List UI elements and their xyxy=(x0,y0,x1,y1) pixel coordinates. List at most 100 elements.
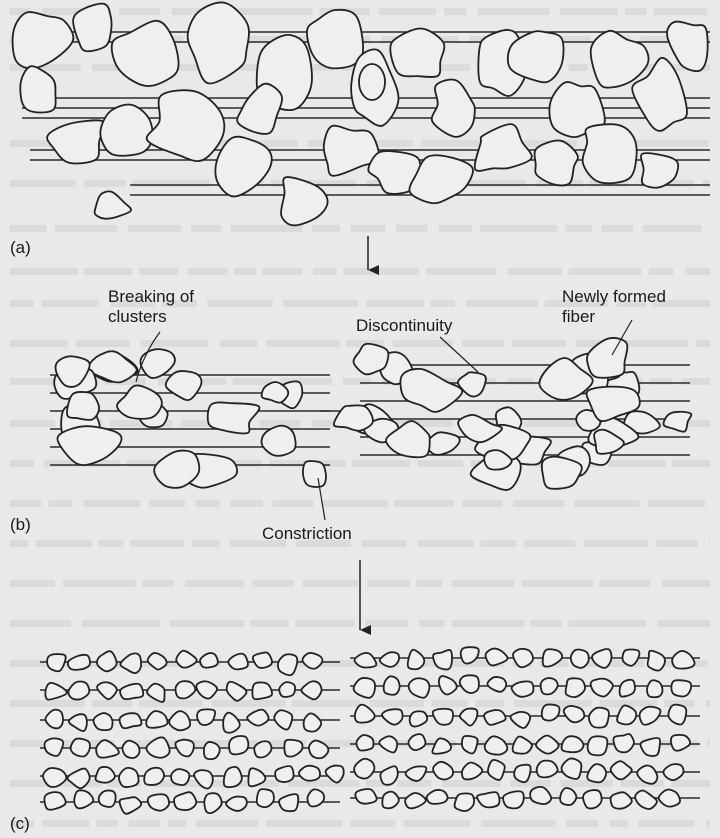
particle xyxy=(512,681,534,696)
particle xyxy=(44,792,65,810)
particle xyxy=(439,676,457,694)
particle xyxy=(356,735,373,751)
particle xyxy=(97,651,117,671)
particle xyxy=(122,741,139,758)
panel-a-label: (a) xyxy=(10,238,31,258)
particle xyxy=(71,739,90,757)
particle-cluster xyxy=(237,84,282,134)
particle xyxy=(43,768,66,787)
particle xyxy=(455,793,475,811)
particle xyxy=(253,652,272,667)
particle xyxy=(560,788,576,805)
particle xyxy=(355,705,375,723)
particle xyxy=(74,790,93,808)
discontinuity-annotation: Discontinuity xyxy=(356,316,452,336)
particle xyxy=(120,797,142,814)
particle xyxy=(637,766,657,784)
particle xyxy=(99,790,116,806)
particle xyxy=(284,740,302,757)
particle xyxy=(514,765,530,782)
panel-c-label: (c) xyxy=(10,814,30,834)
particle xyxy=(175,740,193,757)
particle xyxy=(196,681,217,698)
particle-cluster xyxy=(641,153,678,188)
particle xyxy=(96,740,119,758)
particle xyxy=(382,709,403,724)
particle xyxy=(227,682,247,701)
particle-cluster xyxy=(73,4,111,52)
particle xyxy=(587,764,606,782)
particle xyxy=(611,792,632,808)
particle xyxy=(204,793,221,813)
particle xyxy=(659,790,680,807)
particle xyxy=(148,653,167,670)
particle xyxy=(97,682,117,699)
particle xyxy=(174,792,196,810)
particle xyxy=(648,651,665,671)
particle xyxy=(433,709,453,725)
particle xyxy=(513,649,533,668)
particle xyxy=(379,736,397,752)
particle xyxy=(248,768,265,786)
particle xyxy=(477,792,499,807)
panel-b-diagram xyxy=(50,338,691,490)
particle xyxy=(461,647,479,663)
particle-cluster xyxy=(95,191,132,218)
particle-cluster xyxy=(188,2,249,83)
particle xyxy=(640,707,661,725)
particle xyxy=(671,680,691,696)
particle xyxy=(541,678,558,694)
particle xyxy=(309,741,328,759)
particle xyxy=(589,708,609,728)
particle xyxy=(484,710,506,725)
particle xyxy=(67,768,89,788)
particle xyxy=(45,738,64,756)
particle xyxy=(229,736,248,754)
particle xyxy=(462,736,478,754)
particle xyxy=(326,766,344,783)
particle-cluster xyxy=(166,371,202,400)
particle-cluster xyxy=(400,369,462,412)
particle-cluster xyxy=(20,66,55,112)
particle-cluster xyxy=(140,349,174,378)
particle xyxy=(147,684,165,702)
particle-cluster xyxy=(426,432,459,455)
particle-cluster xyxy=(112,21,179,86)
particle xyxy=(254,741,271,757)
particle xyxy=(485,736,508,754)
constriction-annotation: Constriction xyxy=(262,524,352,544)
particle-cluster-ring xyxy=(359,64,385,100)
particle xyxy=(641,738,661,756)
particle-cluster xyxy=(13,12,74,68)
particle xyxy=(561,736,583,752)
particle xyxy=(591,679,613,697)
particle xyxy=(671,735,690,751)
particle xyxy=(247,710,268,726)
particle xyxy=(171,769,189,785)
particle-cluster xyxy=(307,10,363,69)
particle xyxy=(620,680,635,697)
particle xyxy=(623,649,640,665)
particle xyxy=(69,714,87,731)
particle xyxy=(95,767,114,783)
particle-cluster xyxy=(100,104,152,155)
particle xyxy=(380,766,397,785)
particle xyxy=(279,794,298,811)
particle-cluster xyxy=(390,28,444,77)
particle xyxy=(278,654,297,675)
particle xyxy=(275,766,293,782)
particle xyxy=(543,649,562,666)
panel-a-diagram xyxy=(13,2,710,225)
particle xyxy=(304,713,322,731)
particle-cluster xyxy=(262,426,296,456)
particle xyxy=(592,649,612,668)
particle xyxy=(510,712,530,728)
particle xyxy=(146,711,167,728)
particle xyxy=(462,763,482,780)
particle xyxy=(119,768,139,787)
particle xyxy=(120,653,141,673)
particle xyxy=(226,797,247,811)
particle xyxy=(663,764,683,780)
particle xyxy=(432,738,451,753)
particle-cluster xyxy=(47,120,105,163)
